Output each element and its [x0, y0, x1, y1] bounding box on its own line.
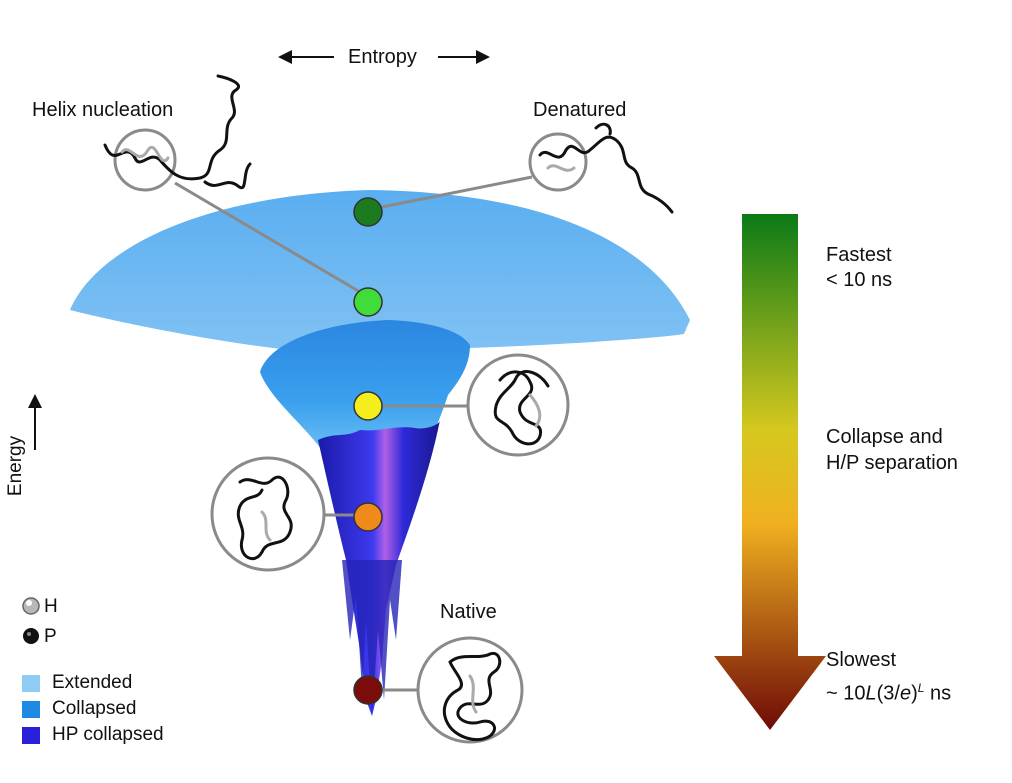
helix-nucleation-chain [103, 74, 240, 181]
entropy-arrow [278, 50, 490, 64]
slowest-L: L [865, 682, 877, 705]
slowest-unit: ns [924, 682, 952, 705]
extended-swatch [22, 675, 40, 692]
native-inset [416, 636, 524, 744]
slowest-prefix: ~ 10 [826, 682, 866, 705]
connector-lines [174, 175, 533, 692]
hp-separation-inset [210, 456, 326, 572]
native-label: Native [440, 601, 497, 623]
native-marker [353, 675, 383, 705]
p-ball-icon [23, 628, 39, 644]
collapse-label-line1: Collapse and [826, 426, 943, 448]
energy-axis: Energy [5, 395, 46, 535]
slowest-e: e [899, 682, 912, 705]
energy-funnel [70, 190, 690, 716]
hp-separation-marker [353, 502, 383, 532]
hp-chain [236, 475, 293, 561]
rate-arrow [714, 214, 826, 730]
denatured-label: Denatured [533, 99, 627, 121]
denatured-inset [528, 132, 588, 192]
legend-h-label: H [44, 596, 58, 617]
legend-balls [22, 597, 40, 644]
denatured-marker [353, 197, 383, 227]
h-ball-icon [22, 597, 40, 615]
fastest-value: < 10 ns [826, 269, 893, 291]
slowest-open: (3/ [876, 682, 900, 705]
funnel-collapsed-layer [260, 320, 470, 455]
slowest-value: ~ 10L(3/e)L ns [826, 676, 951, 706]
protein-chains [103, 74, 674, 741]
legend-collapsed-label: Collapsed [52, 698, 137, 719]
collapse-marker [353, 391, 383, 421]
fastest-title: Fastest [826, 244, 892, 266]
hp-collapsed-swatch [22, 727, 40, 744]
collapsed-chain [493, 370, 550, 446]
slowest-title: Slowest [826, 649, 897, 671]
legend-extended-label: Extended [52, 672, 133, 693]
legend-hp-collapsed-label: HP collapsed [52, 724, 164, 745]
helix-nucleation-label: Helix nucleation [32, 99, 174, 121]
energy-arrow [28, 394, 42, 450]
state-markers [353, 197, 383, 705]
funnel-spikes [342, 560, 402, 716]
collapse-label-line2: H/P separation [826, 452, 958, 474]
slowest-close: ) [911, 682, 918, 705]
denatured-chain [538, 135, 674, 214]
helix-nucleation-marker [353, 287, 383, 317]
native-chain [442, 651, 502, 741]
energy-label: Energy [5, 435, 27, 497]
collapsed-swatch [22, 701, 40, 718]
slowest-exponent: L [917, 681, 925, 695]
legend-p-label: P [44, 626, 57, 647]
entropy-label: Entropy [348, 46, 417, 68]
